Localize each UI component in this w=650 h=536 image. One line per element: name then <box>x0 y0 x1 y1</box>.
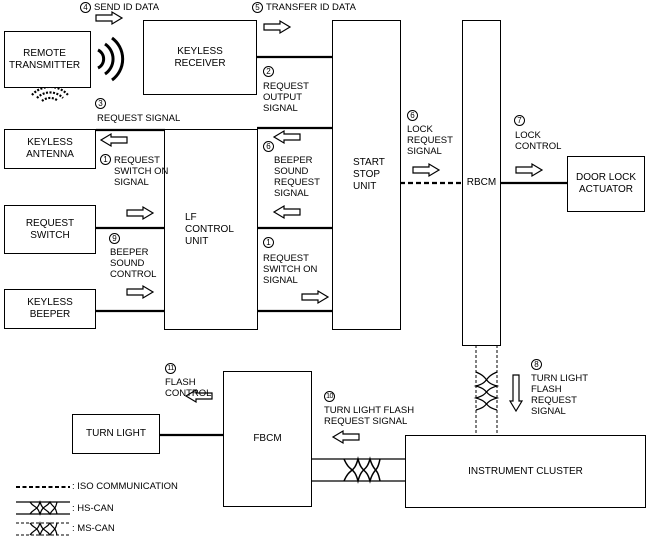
step-number-10: 10 <box>324 391 335 402</box>
step-number-5: 5 <box>252 2 263 13</box>
request-switch-on-signal-label-b: REQUEST SWITCH ON SIGNAL <box>263 253 318 286</box>
beeper-sound-control-label: BEEPER SOUND CONTROL <box>110 247 157 280</box>
step-number-4: 4 <box>80 2 91 13</box>
fbcm-block: FBCM <box>223 371 312 507</box>
start-stop-unit-block: START STOP UNIT <box>332 20 401 330</box>
arrow-request-output <box>273 130 301 144</box>
arrow-request-switch-on-a <box>126 206 154 220</box>
fbcm-flash-request-label: TURN LIGHT FLASH REQUEST SIGNAL <box>324 405 415 427</box>
step-number-7: 7 <box>514 115 525 126</box>
legend-symbols <box>16 486 70 536</box>
keyless-antenna-block: KEYLESS ANTENNA <box>4 129 96 169</box>
radio-waves-icon <box>97 36 125 82</box>
instrument-cluster-block: INSTRUMENT CLUSTER <box>405 435 646 508</box>
keyless-beeper-block: KEYLESS BEEPER <box>4 289 96 329</box>
arrow-lock-request <box>412 163 440 177</box>
turn-light-block: TURN LIGHT <box>72 414 160 454</box>
step-number-2: 2 <box>263 66 274 77</box>
hs-can-line <box>311 456 406 484</box>
rbcm-block: RBCM <box>462 20 501 346</box>
beeper-sound-request-label: BEEPER SOUND REQUEST SIGNAL <box>274 155 320 199</box>
arrow-lock-control <box>515 163 543 177</box>
turn-light-flash-request-label: TURN LIGHT FLASH REQUEST SIGNAL <box>531 373 588 417</box>
lock-request-signal-label: LOCK REQUEST SIGNAL <box>407 124 453 157</box>
step-number-6a: 6 <box>263 141 274 152</box>
arrow-request-switch-on-b <box>301 290 329 304</box>
ms-can-line <box>473 345 500 436</box>
antenna-waves-icon <box>31 85 69 102</box>
lf-control-unit-block: LF CONTROL UNIT <box>164 129 258 330</box>
arrow-transfer-id <box>263 20 291 34</box>
request-signal-label: REQUEST SIGNAL <box>97 113 181 124</box>
arrow-beeper-sound-control <box>126 285 154 299</box>
step-number-11: 11 <box>165 363 176 374</box>
arrow-fbcm-flash-request <box>332 430 360 444</box>
legend-iso: : ISO COMMUNICATION <box>72 481 178 492</box>
step-number-3: 3 <box>95 98 106 109</box>
keyless-receiver-block: KEYLESS RECEIVER <box>143 20 257 95</box>
step-number-1a: 1 <box>100 154 111 165</box>
lock-control-label: LOCK CONTROL <box>515 130 562 152</box>
arrow-beeper-request <box>273 205 301 219</box>
flash-control-label: FLASH CONTROL <box>165 377 212 399</box>
arrow-send-id <box>95 11 123 25</box>
step-number-9: 9 <box>109 233 120 244</box>
arrow-turn-light-flash-request <box>509 374 523 412</box>
request-output-signal-label: REQUEST OUTPUT SIGNAL <box>263 81 309 114</box>
send-id-data-label: SEND ID DATA <box>94 2 160 13</box>
arrow-request-signal <box>100 133 128 147</box>
step-number-1b: 1 <box>263 237 274 248</box>
request-switch-block: REQUEST SWITCH <box>4 205 96 254</box>
legend-ms-can: : MS-CAN <box>72 523 115 534</box>
step-number-8: 8 <box>531 359 542 370</box>
request-switch-on-signal-label-a: REQUEST SWITCH ON SIGNAL <box>114 155 169 188</box>
step-number-6b: 6 <box>407 110 418 121</box>
remote-transmitter-block: REMOTE TRANSMITTER <box>4 31 91 88</box>
door-lock-actuator-block: DOOR LOCK ACTUATOR <box>567 156 645 212</box>
transfer-id-data-label: TRANSFER ID DATA <box>266 2 356 13</box>
legend-hs-can: : HS-CAN <box>72 503 114 514</box>
